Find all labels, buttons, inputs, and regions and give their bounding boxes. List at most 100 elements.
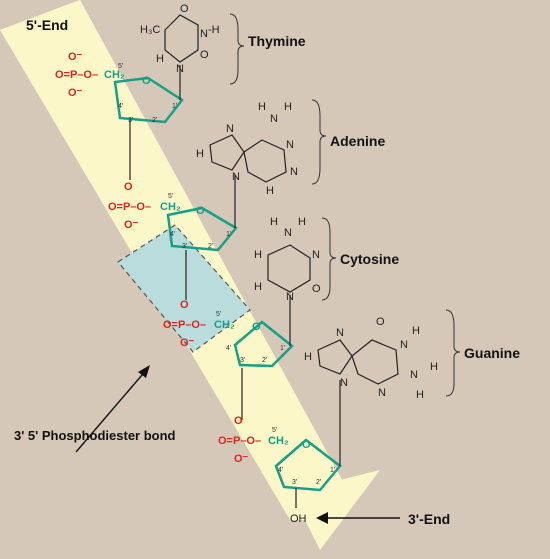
svg-text:N: N [410, 369, 418, 381]
svg-text:H: H [254, 249, 262, 261]
nucleotide-4: O O=P–O– O⁻ CH₂ 5' O 4' 3' 2' 1' H N N O… [218, 316, 438, 508]
adenine-ring-a [209, 134, 245, 171]
svg-text:H: H [412, 325, 420, 337]
svg-text:2': 2' [316, 479, 321, 486]
bracket-guanine [445, 309, 461, 397]
svg-text:N: N [400, 339, 408, 351]
sugar-ring-3 [233, 320, 294, 368]
svg-text:O=P–O–: O=P–O– [218, 435, 261, 447]
sugar-ring-1 [113, 76, 184, 124]
guanine-ring-a [317, 339, 353, 375]
svg-text:O: O [302, 439, 311, 451]
bracket-cytosine [321, 217, 337, 301]
bracket-thymine [229, 13, 245, 85]
p1-o-top: O⁻ [68, 51, 83, 63]
cytosine-label: Cytosine [340, 251, 399, 267]
svg-text:O: O [142, 75, 151, 87]
svg-text:O=P–O–: O=P–O– [108, 201, 151, 213]
svg-text:O: O [124, 181, 133, 193]
svg-text:H₃C: H₃C [140, 24, 160, 36]
phosphodiester-label: 3' 5' Phosphodiester bond [14, 428, 176, 443]
svg-text:O⁻: O⁻ [180, 337, 195, 349]
svg-text:1': 1' [172, 103, 177, 110]
nucleotide-1: O⁻ O=P–O– O⁻ CH₂ 5' O 4' 2' 3' 1' H₃C O … [55, 3, 220, 180]
svg-text:2': 2' [208, 243, 213, 250]
svg-text:O⁻: O⁻ [234, 453, 249, 465]
svg-text:4': 4' [118, 103, 123, 110]
svg-text:3': 3' [128, 117, 133, 124]
bond-arrow [75, 367, 149, 453]
svg-text:N: N [226, 123, 234, 135]
svg-text:O: O [200, 49, 209, 61]
svg-text:H: H [284, 101, 292, 113]
svg-text:N: N [270, 113, 278, 125]
svg-text:N: N [176, 63, 184, 75]
svg-text:H: H [430, 361, 438, 373]
adenine-ring-b [243, 139, 287, 183]
svg-text:N: N [286, 291, 294, 303]
svg-text:N: N [286, 139, 294, 151]
svg-text:O⁻: O⁻ [124, 219, 139, 231]
five-end-label: 5'-End [26, 17, 68, 33]
svg-text:H: H [258, 101, 266, 113]
svg-text:N: N [284, 227, 292, 239]
p1-o-bottom: O⁻ [68, 87, 83, 99]
thymine-ring [164, 14, 199, 63]
svg-text:H: H [298, 216, 306, 228]
svg-text:2': 2' [152, 117, 157, 124]
svg-text:CH₂: CH₂ [160, 201, 181, 213]
guanine-label: Guanine [464, 345, 520, 361]
svg-text:3': 3' [292, 479, 297, 486]
nucleotide-3: O O=P–O– O⁻ CH₂ 5' O 4' 3' 2' 1' H N H H… [163, 216, 321, 420]
phosphodiester-highlight [117, 224, 251, 353]
thymine-label: Thymine [248, 33, 306, 49]
svg-text:2': 2' [262, 357, 267, 364]
oh-label: OH [290, 513, 307, 525]
svg-text:H: H [196, 148, 204, 160]
svg-text:H: H [266, 185, 274, 197]
svg-text:N: N [290, 166, 298, 178]
svg-text:O: O [180, 3, 189, 15]
svg-text:O: O [376, 316, 385, 328]
svg-text:O: O [252, 321, 261, 333]
svg-text:H: H [254, 281, 262, 293]
svg-text:N: N [340, 377, 348, 389]
svg-text:H: H [156, 53, 164, 65]
guanine-ring-b [351, 339, 399, 385]
svg-text:1': 1' [280, 345, 285, 352]
svg-text:1': 1' [226, 231, 231, 238]
svg-text:N: N [200, 28, 208, 40]
svg-text:N: N [312, 249, 320, 261]
svg-text:O: O [180, 299, 189, 311]
three-end-label: 3'-End [408, 511, 450, 527]
svg-text:3': 3' [182, 243, 187, 250]
svg-text:O: O [234, 415, 243, 427]
svg-text:O=P–O–: O=P–O– [163, 319, 206, 331]
adenine-label: Adenine [330, 133, 385, 149]
svg-text:H: H [416, 389, 424, 401]
svg-text:1': 1' [330, 467, 335, 474]
svg-text:5': 5' [168, 193, 173, 200]
p1-o-eq: O=P–O– [55, 69, 98, 81]
svg-text:N: N [232, 171, 240, 183]
sugar-ring-4 [274, 438, 342, 492]
svg-text:H: H [270, 216, 278, 228]
svg-text:N: N [378, 387, 386, 399]
bond-arrow-head [138, 365, 150, 378]
svg-text:5': 5' [272, 427, 277, 434]
sugar-ring-2 [166, 206, 238, 252]
nucleotide-2: O O=P–O– O⁻ CH₂ 5' O 4' 3' 2' 1' H N N N… [108, 101, 298, 300]
svg-text:-H: -H [208, 24, 220, 36]
svg-text:4': 4' [226, 345, 231, 352]
svg-text:O: O [312, 283, 321, 295]
svg-text:4': 4' [278, 467, 283, 474]
svg-text:CH₂: CH₂ [268, 435, 289, 447]
svg-text:5': 5' [216, 311, 221, 318]
bracket-adenine [311, 99, 327, 185]
cytosine-ring [267, 244, 311, 293]
svg-text:3': 3' [240, 357, 245, 364]
svg-text:5': 5' [118, 63, 123, 70]
svg-text:O: O [196, 205, 205, 217]
